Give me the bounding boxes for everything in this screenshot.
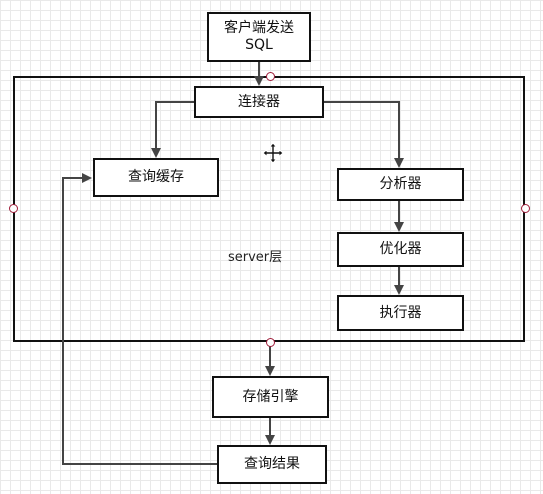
client-send-sql-node[interactable]: 客户端发送 SQL: [207, 12, 311, 62]
resize-handle-left[interactable]: [9, 204, 18, 213]
connector-node-label: 连接器: [238, 93, 280, 110]
executor-node[interactable]: 执行器: [337, 295, 464, 331]
edge-connector-to-analyzer: [324, 101, 404, 168]
client-node-line1: 客户端发送: [224, 20, 294, 36]
move-cursor-icon: [262, 142, 284, 164]
storage-engine-node-label: 存储引擎: [242, 388, 299, 405]
connector-node[interactable]: 连接器: [194, 86, 324, 118]
resize-handle-top[interactable]: [266, 72, 275, 81]
edge-result-to-cache: [62, 173, 217, 465]
storage-engine-node[interactable]: 存储引擎: [212, 376, 329, 418]
analyzer-node[interactable]: 分析器: [337, 168, 464, 201]
edge-connector-to-cache: [151, 101, 194, 158]
query-cache-node[interactable]: 查询缓存: [93, 158, 219, 197]
optimizer-node[interactable]: 优化器: [337, 232, 464, 267]
resize-handle-right[interactable]: [521, 204, 530, 213]
query-cache-node-label: 查询缓存: [128, 169, 184, 185]
analyzer-node-label: 分析器: [379, 176, 422, 192]
optimizer-node-label: 优化器: [379, 241, 422, 257]
query-result-node[interactable]: 查询结果: [217, 445, 327, 484]
server-layer-label: server层: [228, 250, 283, 265]
client-node-line2: SQL: [245, 37, 273, 53]
resize-handle-bottom[interactable]: [266, 338, 275, 347]
executor-node-label: 执行器: [379, 304, 422, 321]
query-result-node-label: 查询结果: [244, 456, 300, 472]
